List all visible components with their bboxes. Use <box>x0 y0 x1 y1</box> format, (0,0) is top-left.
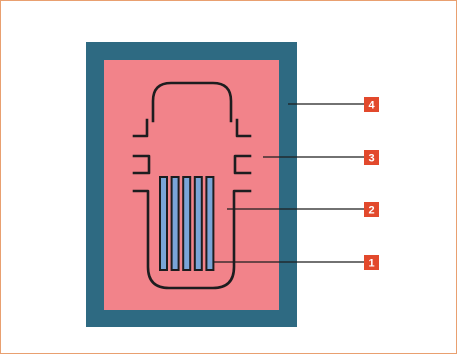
callout-badge-4 <box>364 97 379 112</box>
fuel-rod <box>182 176 192 271</box>
vessel-flange-left <box>132 118 149 138</box>
reactor-vessel <box>132 81 252 290</box>
fuel-rod <box>205 176 215 271</box>
callout-1: 1 <box>364 255 379 270</box>
leader-lines <box>213 103 364 263</box>
callout-label-2: 2 <box>368 205 374 217</box>
callout-badge-2 <box>364 202 379 217</box>
vessel-dome <box>151 81 233 123</box>
reactor-interior <box>104 60 279 310</box>
vessel-flange-right <box>235 118 252 138</box>
fuel-rod <box>193 176 203 271</box>
fuel-rod <box>170 176 180 271</box>
callout-label-1: 1 <box>368 258 374 270</box>
callout-3: 3 <box>364 150 379 165</box>
fuel-rod <box>159 176 168 271</box>
callout-4: 4 <box>364 97 379 112</box>
outlet-nozzle-right <box>233 154 252 175</box>
callout-label-4: 4 <box>368 100 375 112</box>
callouts: 1 2 3 4 <box>364 97 379 270</box>
callout-badge-1 <box>364 255 379 270</box>
inlet-nozzle-left <box>132 154 151 175</box>
callout-label-3: 3 <box>368 153 374 165</box>
callout-badge-3 <box>364 150 379 165</box>
vessel-body <box>132 189 252 290</box>
callout-2: 2 <box>364 202 379 217</box>
fuel-rod-group <box>159 176 215 271</box>
